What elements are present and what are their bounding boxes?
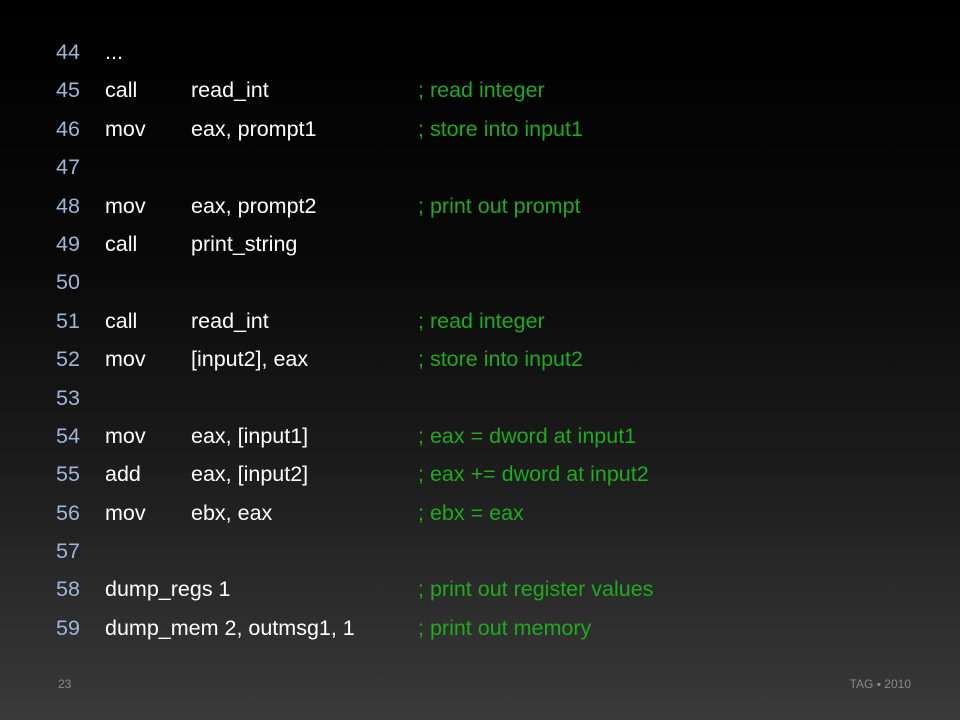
- code-operands: eax, [input2]: [191, 462, 309, 487]
- code-line: 55 add eax, [input2] ; eax += dword at inpu…: [56, 455, 916, 493]
- line-number: 56: [56, 500, 80, 525]
- code-mnemonic: mov: [105, 116, 146, 141]
- line-number: 55: [56, 462, 80, 487]
- code-comment: ; store into input2: [418, 347, 583, 372]
- code-mnemonic: add: [105, 462, 141, 487]
- code-line: 48 mov eax, prompt2 ; print out prompt: [56, 187, 916, 225]
- line-number: 58: [56, 577, 80, 602]
- code-comment: ; eax += dword at input2: [418, 462, 649, 487]
- code-mnemonic: call: [105, 231, 138, 256]
- code-line: 59 dump_mem 2, outmsg1, 1 ; print out memo…: [56, 609, 916, 647]
- line-number: 54: [56, 423, 80, 448]
- code-comment: ; read integer: [418, 78, 545, 103]
- line-number: 51: [56, 308, 80, 333]
- code-line: 46 mov eax, prompt1 ; store into input1: [56, 110, 916, 148]
- line-number: 52: [56, 347, 80, 372]
- code-operands: print_string: [191, 231, 298, 256]
- code-mnemonic: mov: [105, 423, 146, 448]
- code-line: 53: [56, 379, 916, 417]
- code-line: 58 dump_regs 1 ; print out register values: [56, 570, 916, 608]
- code-comment: ; ebx = eax: [418, 500, 524, 525]
- code-mnemonic: dump_regs 1: [105, 577, 231, 602]
- code-mnemonic: mov: [105, 193, 146, 218]
- slide-page-number: 23: [58, 677, 72, 691]
- code-mnemonic: call: [105, 78, 138, 103]
- code-operands: eax, [input1]: [191, 423, 309, 448]
- code-line: 45 call read_int ; read integer: [56, 71, 916, 109]
- code-operands: ebx, eax: [191, 500, 273, 525]
- code-line: 44...: [56, 33, 916, 71]
- line-number: 45: [56, 78, 80, 103]
- line-number: 49: [56, 231, 80, 256]
- code-comment: ; print out register values: [418, 577, 654, 602]
- code-line: 49 call print_string: [56, 225, 916, 263]
- code-mnemonic: call: [105, 308, 138, 333]
- code-mnemonic: ...: [105, 40, 123, 64]
- code-comment: ; eax = dword at input1: [418, 423, 637, 448]
- line-number: 47: [56, 155, 80, 180]
- line-number: 50: [56, 270, 80, 295]
- code-line: 50: [56, 263, 916, 301]
- code-line: 57: [56, 532, 916, 570]
- code-comment: ; print out memory: [418, 615, 592, 640]
- slide-footer-credit: TAG ▪ 2010: [849, 677, 911, 691]
- code-mnemonic: mov: [105, 347, 146, 372]
- code-line: 52 mov [input2], eax ; store into input2: [56, 340, 916, 378]
- code-mnemonic: mov: [105, 500, 146, 525]
- line-number: 53: [56, 385, 80, 410]
- line-number: 57: [56, 539, 80, 564]
- line-number: 46: [56, 116, 80, 141]
- line-number: 44: [56, 40, 80, 64]
- code-mnemonic: dump_mem 2, outmsg1, 1: [105, 615, 355, 640]
- code-line: 56 mov ebx, eax ; ebx = eax: [56, 494, 916, 532]
- code-operands: [input2], eax: [191, 347, 309, 372]
- code-comment: ; print out prompt: [418, 193, 581, 218]
- code-operands: read_int: [191, 308, 269, 333]
- code-operands: read_int: [191, 78, 269, 103]
- line-number: 48: [56, 193, 80, 218]
- code-comment: ; read integer: [418, 308, 545, 333]
- code-comment: ; store into input1: [418, 116, 583, 141]
- line-number: 59: [56, 615, 80, 640]
- code-operands: eax, prompt2: [191, 193, 317, 218]
- code-line: 54 mov eax, [input1] ; eax = dword at input…: [56, 417, 916, 455]
- code-line: 51 call read_int ; read integer: [56, 302, 916, 340]
- code-operands: eax, prompt1: [191, 116, 317, 141]
- code-listing: 44... 45 call read_int ; read integer 46 mov ea…: [56, 33, 916, 647]
- code-line: 47: [56, 148, 916, 186]
